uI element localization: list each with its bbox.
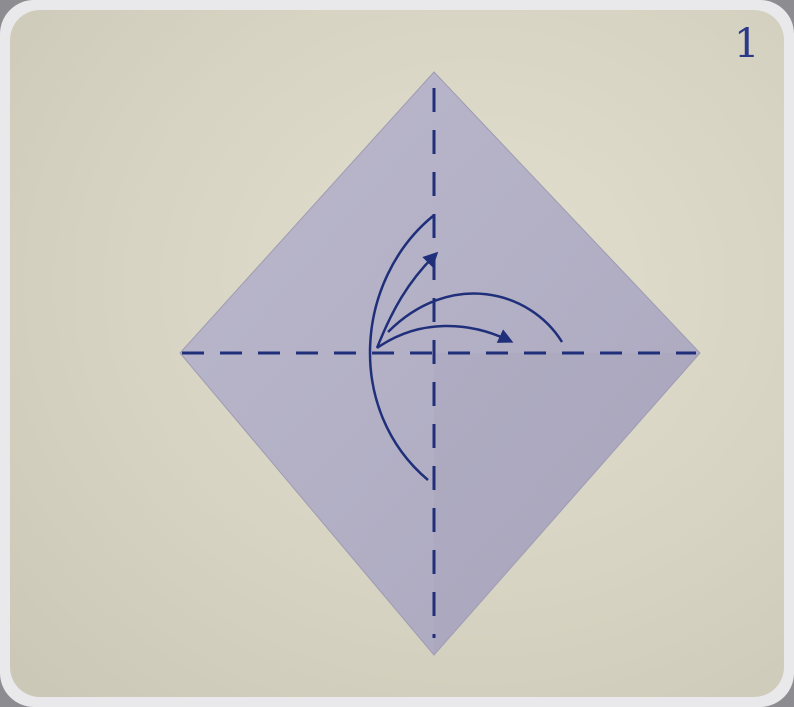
paper-shade (434, 353, 700, 655)
origami-diagram (10, 10, 784, 697)
origami-photo: 1 (10, 10, 784, 697)
step-number: 1 (734, 24, 759, 64)
